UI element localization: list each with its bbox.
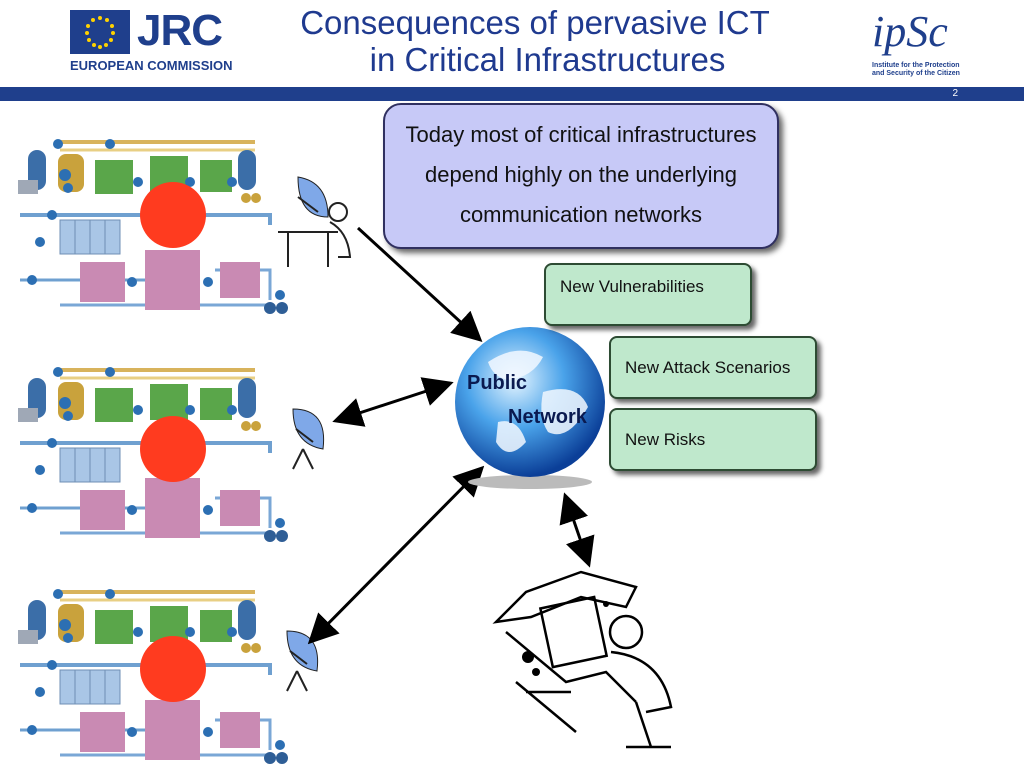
arrow-middle — [332, 377, 454, 427]
control-room-operator-icon — [492, 570, 673, 749]
title-line-1: Consequences of pervasive ICT — [300, 4, 770, 41]
new-risks-box: New Risks — [609, 408, 817, 471]
slide-title: Consequences of pervasive ICT in Critica… — [250, 4, 820, 78]
alert-dot-2 — [140, 416, 206, 482]
globe-label-public: Public — [467, 372, 528, 394]
new-attack-scenarios-box: New Attack Scenarios — [609, 336, 817, 399]
arrow-bottom — [307, 465, 485, 645]
title-line-2: in Critical Infrastructures — [369, 41, 726, 78]
globe-label-network: Network — [508, 406, 587, 428]
callout-line-2: depend highly on the underlying — [425, 162, 737, 187]
globe-icon — [455, 327, 605, 489]
ipsc-logo-text: ipSc — [872, 7, 948, 56]
operator-satellite-icon — [278, 176, 352, 267]
callout-line-1: Today most of critical infrastructures — [405, 122, 757, 147]
european-commission-text: EUROPEAN COMMISSION — [70, 58, 233, 73]
alert-dot-1 — [140, 182, 206, 248]
satellite-dish-icon-2 — [292, 408, 325, 470]
header-bar — [0, 87, 1024, 101]
ipsc-logo-subtitle: Institute for the Protection and Securit… — [872, 62, 960, 77]
jrc-logo-text: JRC — [137, 6, 223, 55]
new-vulnerabilities-box: New Vulnerabilities — [544, 263, 752, 326]
eu-flag-logo — [70, 10, 130, 59]
infrastructure-callout: Today most of critical infrastructures d… — [383, 103, 779, 249]
callout-line-3: communication networks — [459, 202, 703, 227]
alert-dot-3 — [140, 636, 206, 702]
slide-number: 2 — [952, 88, 958, 99]
arrow-control-room — [559, 492, 595, 568]
arrow-top — [356, 226, 483, 343]
